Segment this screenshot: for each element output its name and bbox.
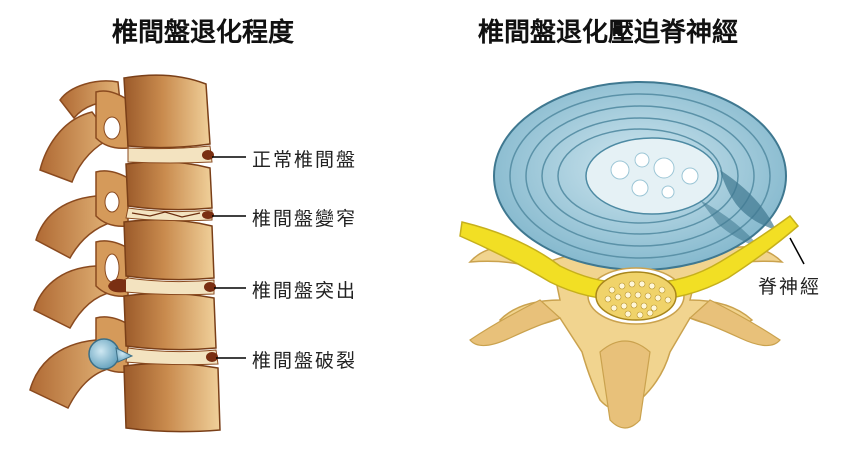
- disc-ruptured: [125, 347, 219, 366]
- vertebra-top-view: [459, 81, 805, 429]
- label-herniated-disc: 椎間盤突出: [252, 280, 358, 302]
- disc-normal: [127, 145, 213, 164]
- foramen: [103, 116, 121, 140]
- vertebral-body: [123, 292, 217, 351]
- disc-ring: [541, 117, 739, 235]
- disc-crack-line: [131, 211, 201, 218]
- spine-side-view: [29, 74, 246, 433]
- nucleus-bubble: [634, 152, 650, 168]
- disc-edge: [202, 211, 214, 219]
- transverse-process: [469, 299, 562, 347]
- annulus-tear: [700, 200, 760, 248]
- foramen: [104, 191, 120, 213]
- left-panel-title: 椎間盤退化程度: [112, 18, 295, 48]
- disc-edge: [206, 352, 218, 362]
- disc-ring: [525, 105, 755, 247]
- transverse-process: [688, 299, 781, 347]
- disc-edge: [204, 282, 216, 292]
- disc-narrowed: [125, 207, 213, 222]
- spinal-nerve: [459, 214, 800, 301]
- nerve-leader-line: [789, 237, 805, 265]
- nerve-fibers: [604, 280, 672, 319]
- disc-edge: [202, 150, 214, 160]
- right-panel-title: 椎間盤退化壓迫脊神經: [478, 18, 739, 48]
- nucleus-bubble: [653, 157, 675, 179]
- nucleus-bubble: [661, 185, 675, 199]
- rupture-tail: [115, 347, 134, 363]
- vertebral-body: [125, 161, 213, 211]
- vertebral-body: [123, 219, 215, 281]
- label-ruptured-disc: 椎間盤破裂: [252, 350, 358, 372]
- disc-ring: [509, 93, 771, 259]
- nucleus-bubble: [681, 167, 699, 185]
- spinous-process: [39, 111, 114, 183]
- disc-herniated: [118, 277, 215, 296]
- label-narrowed-disc: 椎間盤變窄: [252, 208, 358, 230]
- vertebral-body: [123, 362, 221, 433]
- disc-nucleus: [585, 137, 719, 215]
- ruptured-nucleus: [88, 338, 120, 370]
- nucleus-bubble: [610, 160, 630, 180]
- vertebral-body: [123, 74, 211, 149]
- spinous-process: [59, 80, 121, 120]
- label-spinal-nerve: 脊神經: [758, 276, 822, 298]
- foramen: [104, 253, 120, 283]
- herniation-bulge: [108, 278, 126, 293]
- annulus-tear: [720, 170, 776, 230]
- nucleus-bubble: [631, 179, 649, 197]
- spinous-process: [599, 340, 651, 429]
- label-normal-disc: 正常椎間盤: [252, 149, 358, 171]
